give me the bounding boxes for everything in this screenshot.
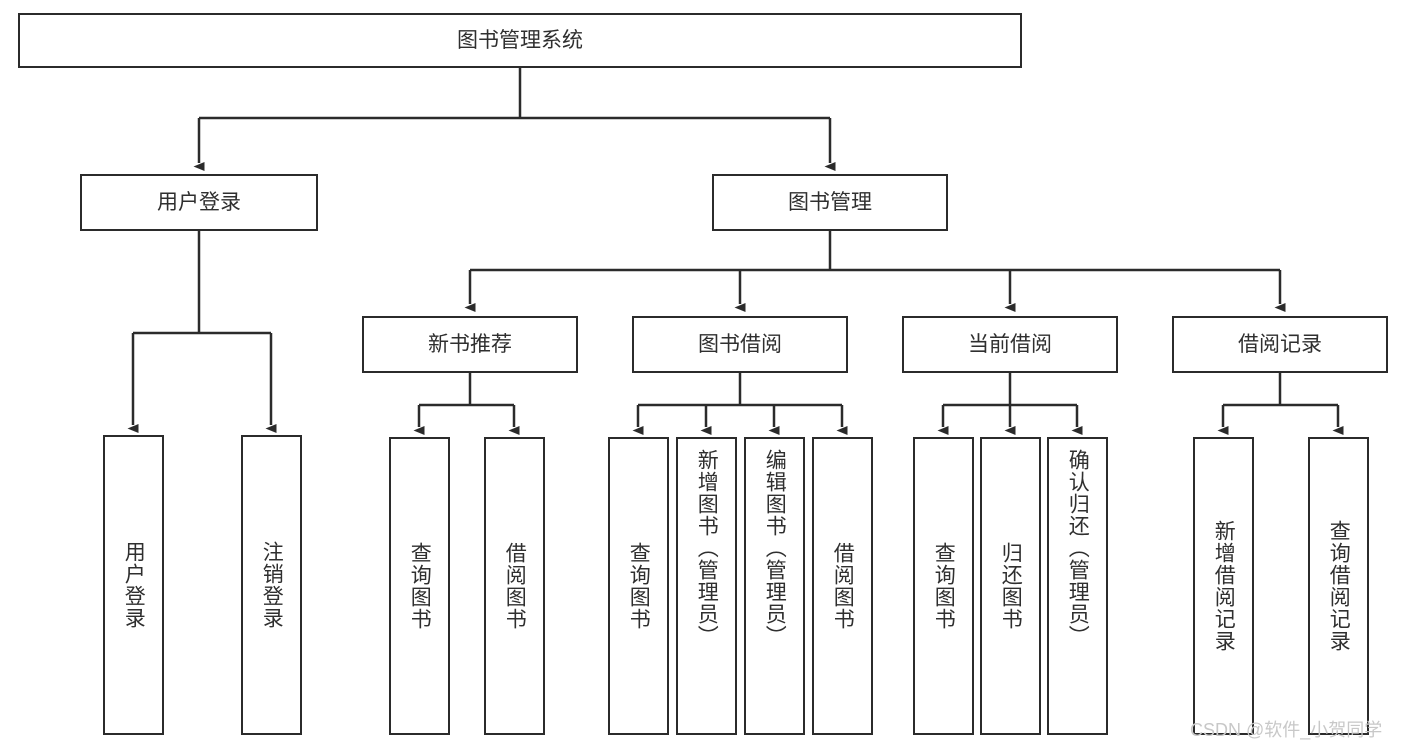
leaf-user-login-login[interactable]: 用户登录 (103, 435, 164, 735)
node-label: 借阅图书 (503, 542, 527, 630)
node-label: 图书借阅 (698, 332, 782, 356)
leaf-borrow-record-query[interactable]: 查询借阅记录 (1308, 437, 1369, 735)
leaf-new-book-query[interactable]: 查询图书 (389, 437, 450, 735)
leaf-current-borrow-confirm-return[interactable]: 确认归还（管理员） (1047, 437, 1108, 735)
leaf-current-borrow-return[interactable]: 归还图书 (980, 437, 1041, 735)
node-label: 用户登录 (122, 541, 146, 629)
node-label: 图书管理系统 (457, 28, 583, 52)
leaf-new-book-borrow[interactable]: 借阅图书 (484, 437, 545, 735)
node-label: 新书推荐 (428, 332, 512, 356)
node-book-manage[interactable]: 图书管理 (712, 174, 948, 231)
node-label: 用户登录 (157, 190, 241, 214)
edges-new-book-to-leaves (413, 373, 520, 435)
edges-book-manage-to-level3 (464, 231, 1286, 312)
edges-current-borrow-to-leaves (937, 373, 1083, 435)
leaf-book-borrow-borrow[interactable]: 借阅图书 (812, 437, 873, 735)
node-label: 新增图书（管理员） (695, 449, 719, 647)
node-label: 注销登录 (260, 541, 284, 629)
node-label: 查询借阅记录 (1327, 520, 1351, 652)
leaf-book-borrow-query[interactable]: 查询图书 (608, 437, 669, 735)
node-root-library-system[interactable]: 图书管理系统 (18, 13, 1022, 68)
leaf-book-borrow-add[interactable]: 新增图书（管理员） (676, 437, 737, 735)
edges-user-login-to-leaves (127, 231, 277, 433)
node-label: 借阅图书 (831, 542, 855, 630)
edges-book-borrow-to-leaves (632, 373, 848, 435)
node-label: 查询图书 (932, 542, 956, 630)
edges-borrow-record-to-leaves (1217, 373, 1344, 435)
node-borrow-record[interactable]: 借阅记录 (1172, 316, 1388, 373)
leaf-borrow-record-add[interactable]: 新增借阅记录 (1193, 437, 1254, 735)
edges-root-to-level2 (193, 68, 836, 171)
node-new-book-recommend[interactable]: 新书推荐 (362, 316, 578, 373)
node-label: 编辑图书（管理员） (763, 449, 787, 647)
node-user-login[interactable]: 用户登录 (80, 174, 318, 231)
node-label: 借阅记录 (1238, 332, 1322, 356)
node-book-borrow[interactable]: 图书借阅 (632, 316, 848, 373)
node-label: 查询图书 (627, 542, 651, 630)
leaf-book-borrow-edit[interactable]: 编辑图书（管理员） (744, 437, 805, 735)
node-label: 新增借阅记录 (1212, 520, 1236, 652)
node-label: 图书管理 (788, 190, 872, 214)
node-label: 当前借阅 (968, 332, 1052, 356)
leaf-current-borrow-query[interactable]: 查询图书 (913, 437, 974, 735)
node-label: 查询图书 (408, 542, 432, 630)
node-label: 确认归还（管理员） (1066, 449, 1090, 647)
leaf-user-login-logout[interactable]: 注销登录 (241, 435, 302, 735)
node-label: 归还图书 (999, 542, 1023, 630)
node-current-borrow[interactable]: 当前借阅 (902, 316, 1118, 373)
